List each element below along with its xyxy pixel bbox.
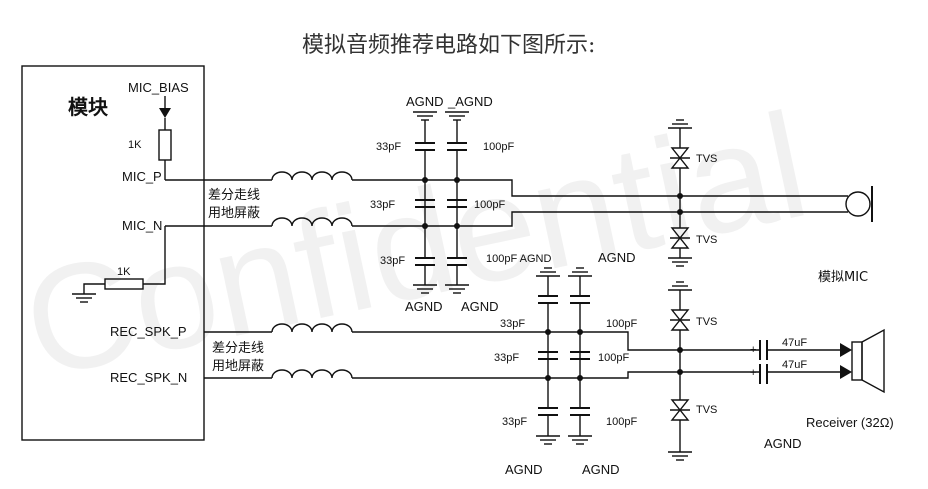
agnd-label: AGND bbox=[405, 299, 443, 314]
tvs-label: TVS bbox=[696, 404, 717, 416]
pin-rec-spk-p: REC_SPK_P bbox=[110, 324, 187, 339]
cap-value: 100pF AGND bbox=[486, 253, 551, 265]
speaker-icon bbox=[851, 328, 885, 394]
cap-value: 33pF bbox=[500, 318, 525, 330]
agnd-label: AGND bbox=[598, 250, 636, 265]
note-diff-mic-line2: 用地屏蔽 bbox=[208, 206, 260, 221]
ground-symbol bbox=[72, 293, 96, 303]
inductor-spk-p bbox=[271, 323, 353, 333]
cap-value: 33pF bbox=[502, 416, 527, 428]
spk-bottom-grounds bbox=[536, 435, 592, 445]
cap-47uf-n bbox=[759, 364, 768, 384]
tvs-diode-4 bbox=[670, 399, 690, 421]
mic-top-grounds bbox=[413, 111, 469, 121]
cap-47uf-plus: + bbox=[750, 367, 756, 379]
tvs-label: TVS bbox=[696, 234, 717, 246]
agnd-label: AGND bbox=[764, 436, 802, 451]
mic-bottom-grounds bbox=[413, 284, 469, 294]
cap-value: 100pF bbox=[606, 416, 637, 428]
tvs-bottom-ground bbox=[668, 451, 692, 461]
bias-arrow bbox=[159, 108, 171, 118]
mic-symbol bbox=[845, 186, 873, 222]
pin-mic-bias: MIC_BIAS bbox=[128, 80, 189, 95]
inductor-spk-n bbox=[271, 369, 353, 379]
tvs-diode-3 bbox=[670, 309, 690, 331]
cap-value: 47uF bbox=[782, 359, 807, 371]
module-name: 模块 bbox=[68, 95, 109, 119]
note-diff-mic-line1: 差分走线 bbox=[208, 188, 260, 203]
note-diff-spk-line2: 用地屏蔽 bbox=[212, 359, 264, 374]
mic-caps-mid bbox=[415, 199, 467, 208]
cap-value: 100pF bbox=[598, 352, 629, 364]
tvs-mid-ground-2 bbox=[668, 281, 692, 291]
cap-value: 47uF bbox=[782, 337, 807, 349]
agnd-label: AGND bbox=[406, 94, 444, 109]
pin-rec-spk-n: REC_SPK_N bbox=[110, 370, 187, 385]
spk-caps-bottom bbox=[538, 407, 590, 416]
tvs-label: TVS bbox=[696, 153, 717, 165]
cap-value: 33pF bbox=[376, 141, 401, 153]
mic-n-resistor-value: 1K bbox=[117, 266, 131, 278]
bias-resistor-value: 1K bbox=[128, 139, 142, 151]
spk-top-grounds bbox=[536, 267, 592, 277]
pin-mic-p: MIC_P bbox=[122, 169, 162, 184]
spk-caps-mid bbox=[538, 351, 590, 360]
inductor-mic-p bbox=[271, 171, 353, 181]
tvs-label: TVS bbox=[696, 316, 717, 328]
tvs-mid-ground bbox=[668, 257, 692, 267]
receiver-label: Receiver (32Ω) bbox=[806, 415, 894, 430]
cap-value: 100pF bbox=[483, 141, 514, 153]
cap-47uf-p bbox=[759, 340, 768, 360]
agnd-label: AGND bbox=[461, 299, 499, 314]
pin-mic-n: MIC_N bbox=[122, 218, 162, 233]
cap-value: 100pF bbox=[606, 318, 637, 330]
cap-value: 100pF bbox=[474, 199, 505, 211]
agnd-label: AGND bbox=[582, 462, 620, 477]
bias-resistor bbox=[158, 129, 172, 161]
inductor-mic-n bbox=[271, 217, 353, 227]
note-diff-spk-line1: 差分走线 bbox=[212, 341, 264, 356]
cap-47uf-plus: + bbox=[750, 344, 756, 356]
diagram-title: 模拟音频推荐电路如下图所示: bbox=[302, 33, 595, 58]
agnd-label: AGND bbox=[505, 462, 543, 477]
agnd-label: _AGND bbox=[447, 94, 493, 109]
mic-label: 模拟MIC bbox=[818, 270, 868, 285]
cap-value: 33pF bbox=[494, 352, 519, 364]
cap-value: 33pF bbox=[370, 199, 395, 211]
cap-value: 33pF bbox=[380, 255, 405, 267]
module-block bbox=[21, 65, 205, 441]
